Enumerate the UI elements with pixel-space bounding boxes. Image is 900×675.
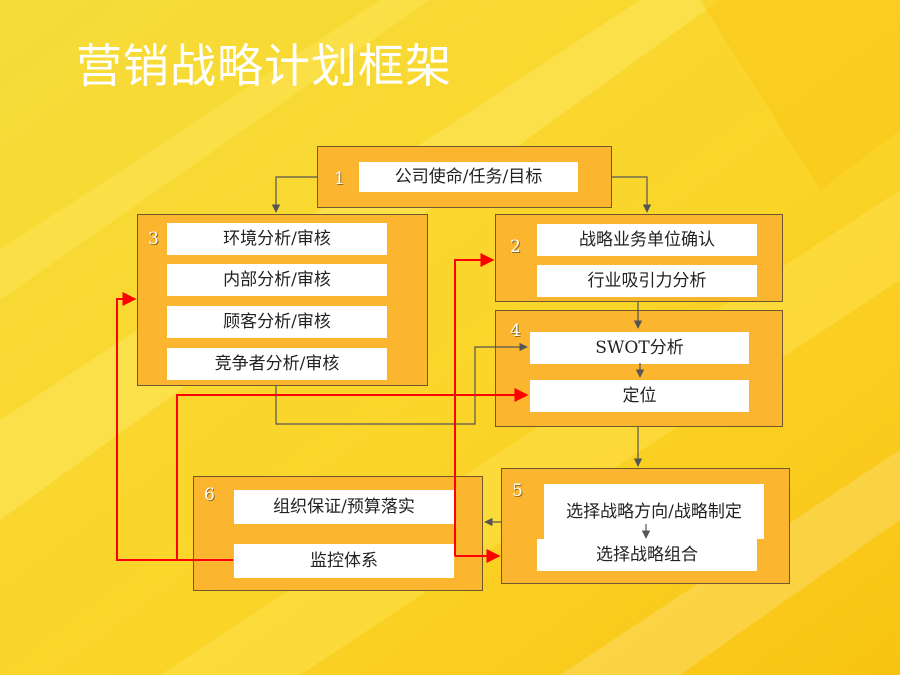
step-number: 4 — [510, 321, 521, 341]
item-organization-budget: 组织保证/预算落实 — [234, 490, 454, 524]
item-swot: SWOT分析 — [530, 332, 749, 364]
item-sbu-confirm: 战略业务单位确认 — [537, 224, 757, 256]
box-5-strategy: 5 选择战略方向/战略制定 选择战略组合 — [501, 468, 790, 584]
box-2-sbu: 2 战略业务单位确认 行业吸引力分析 — [495, 214, 783, 302]
page-title: 营销战略计划框架 — [76, 39, 452, 93]
step-number: 2 — [510, 237, 521, 257]
box-6-implementation: 6 组织保证/预算落实 监控体系 — [193, 476, 483, 591]
item-environment-analysis: 环境分析/审核 — [167, 223, 387, 255]
item-strategy-direction: 选择战略方向/战略制定 — [544, 484, 764, 539]
item-monitoring-system: 监控体系 — [234, 544, 454, 578]
item-internal-analysis: 内部分析/审核 — [167, 264, 387, 296]
item-positioning: 定位 — [530, 380, 749, 412]
box-1-mission: 1 公司使命/任务/目标 — [317, 146, 612, 208]
item-customer-analysis: 顾客分析/审核 — [167, 306, 387, 338]
item-strategy-mix: 选择战略组合 — [537, 539, 757, 571]
step-number: 5 — [512, 481, 523, 501]
box-3-analysis: 3 环境分析/审核 内部分析/审核 顾客分析/审核 竞争者分析/审核 — [137, 214, 428, 386]
item-competitor-analysis: 竞争者分析/审核 — [167, 348, 387, 380]
box-4-swot: 4 SWOT分析 定位 — [495, 310, 783, 427]
item-mission: 公司使命/任务/目标 — [359, 162, 578, 192]
item-industry-attractiveness: 行业吸引力分析 — [537, 265, 757, 297]
step-number: 6 — [204, 485, 215, 505]
step-number: 1 — [334, 169, 345, 189]
step-number: 3 — [148, 229, 159, 249]
